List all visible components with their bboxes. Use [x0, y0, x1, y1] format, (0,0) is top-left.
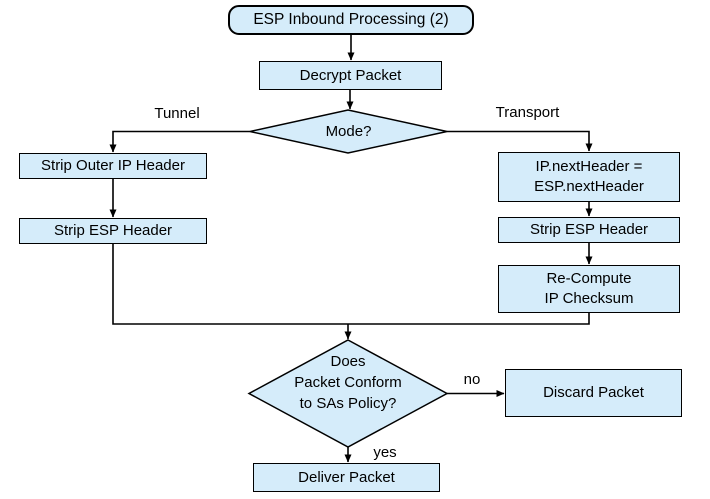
edge-stripesp-left-merge	[112, 244, 348, 325]
mode-decision-shape	[249, 109, 448, 154]
recompute-checksum-line2: IP Checksum	[544, 290, 634, 307]
ip-nextheader-line2: ESP.nextHeader	[534, 178, 644, 195]
no-edge-label: no	[463, 371, 481, 388]
start-node: ESP Inbound Processing (2)	[228, 5, 474, 35]
mode-decision-text: Mode?	[325, 123, 372, 140]
decrypt-packet-label: Decrypt Packet	[299, 66, 402, 84]
edge-mode-tunnel	[109, 130, 250, 153]
recompute-checksum-node: Re-Compute IP Checksum	[498, 265, 680, 313]
ip-nextheader-node: IP.nextHeader = ESP.nextHeader	[498, 152, 680, 202]
strip-esp-header-right-node: Strip ESP Header	[498, 217, 680, 243]
policy-decision-line3: to SAs Policy?	[299, 395, 397, 412]
policy-decision-line1: Does	[330, 353, 366, 370]
strip-outer-ip-header-label: Strip Outer IP Header	[41, 157, 185, 174]
discard-packet-node: Discard Packet	[505, 369, 682, 417]
edge-mode-transport	[447, 130, 593, 152]
strip-esp-header-left-label: Strip ESP Header	[53, 222, 173, 239]
deliver-packet-label: Deliver Packet	[298, 468, 395, 486]
mode-decision-label: Mode?	[250, 110, 447, 153]
yes-edge-label: yes	[373, 444, 397, 461]
edge-recompute-merge	[348, 313, 590, 325]
transport-edge-label: Transport	[495, 104, 560, 121]
discard-packet-label: Discard Packet	[543, 384, 644, 401]
strip-esp-header-right-label: Strip ESP Header	[529, 221, 649, 238]
policy-decision-line2: Packet Conform	[294, 374, 402, 391]
recompute-checksum-line1: Re-Compute	[546, 270, 632, 287]
decrypt-packet-node: Decrypt Packet	[259, 61, 442, 90]
strip-outer-ip-header-node: Strip Outer IP Header	[19, 153, 207, 179]
tunnel-edge-label: Tunnel	[154, 105, 200, 122]
strip-esp-header-left-node: Strip ESP Header	[19, 218, 207, 244]
ip-nextheader-line1: IP.nextHeader =	[535, 158, 643, 175]
policy-decision-label: Does Packet Conform to SAs Policy?	[249, 351, 447, 414]
start-node-label: ESP Inbound Processing (2)	[253, 11, 449, 28]
deliver-packet-node: Deliver Packet	[253, 463, 440, 492]
